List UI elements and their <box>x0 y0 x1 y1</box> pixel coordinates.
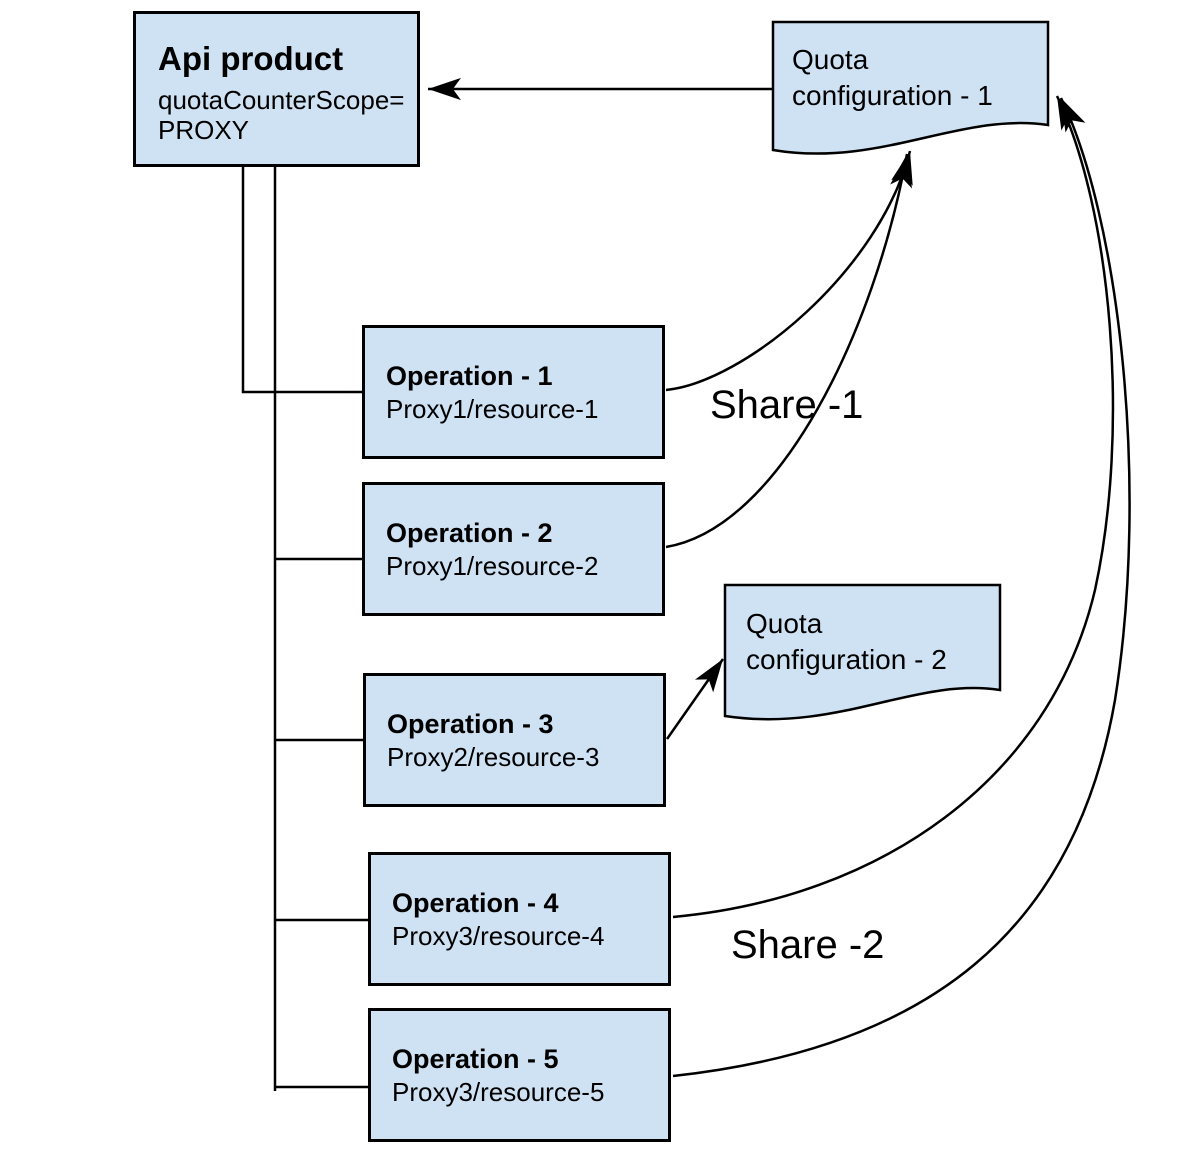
quota-config-2-line2: configuration - 2 <box>746 644 947 675</box>
operation-1-box: Operation - 1 Proxy1/resource-1 <box>362 325 665 459</box>
operation-1-title: Operation - 1 <box>386 360 553 391</box>
operation-3-title: Operation - 3 <box>387 708 554 739</box>
api-product-title: Api product <box>158 40 344 77</box>
operation-1-subtitle: Proxy1/resource-1 <box>386 393 599 424</box>
connector-api-to-op1 <box>241 167 362 394</box>
share-1-label: Share -1 <box>710 383 864 427</box>
api-product-scope-line2: PROXY <box>158 115 250 145</box>
quota-config-1-line2: configuration - 1 <box>792 80 993 111</box>
operation-3-box: Operation - 3 Proxy2/resource-3 <box>363 673 666 807</box>
operation-2-box: Operation - 2 Proxy1/resource-2 <box>362 482 665 616</box>
quota-config-2-shape <box>723 583 1002 721</box>
quota-config-1-line1: Quota <box>792 44 869 75</box>
api-product-box: Api product quotaCounterScope= PROXY <box>133 11 420 167</box>
operation-4-subtitle: Proxy3/resource-4 <box>392 920 605 951</box>
operation-4-title: Operation - 4 <box>392 887 559 918</box>
operation-5-box: Operation - 5 Proxy3/resource-5 <box>368 1008 671 1142</box>
operation-5-title: Operation - 5 <box>392 1043 559 1074</box>
arrow-op2-to-qc1 <box>665 153 913 549</box>
quota-config-2-label: Quota configuration - 2 <box>746 606 947 678</box>
operation-4-box: Operation - 4 Proxy3/resource-4 <box>368 852 671 986</box>
quota-config-1-label: Quota configuration - 1 <box>792 42 993 114</box>
arrow-op3-to-qc2 <box>665 658 725 740</box>
quota-config-1-shape <box>771 20 1050 155</box>
quota-config-2-line1: Quota <box>746 608 823 639</box>
share-2-label: Share -2 <box>731 923 885 967</box>
operation-5-subtitle: Proxy3/resource-5 <box>392 1076 605 1107</box>
operation-2-title: Operation - 2 <box>386 517 553 548</box>
arrow-op1-to-qc1 <box>665 150 913 392</box>
api-product-scope-line1: quotaCounterScope= <box>158 85 405 115</box>
arrow-op4-to-qc1 <box>672 95 1115 919</box>
operation-3-subtitle: Proxy2/resource-3 <box>387 741 600 772</box>
arrow-op5-to-qc1 <box>672 97 1131 1078</box>
operation-2-subtitle: Proxy1/resource-2 <box>386 550 599 581</box>
